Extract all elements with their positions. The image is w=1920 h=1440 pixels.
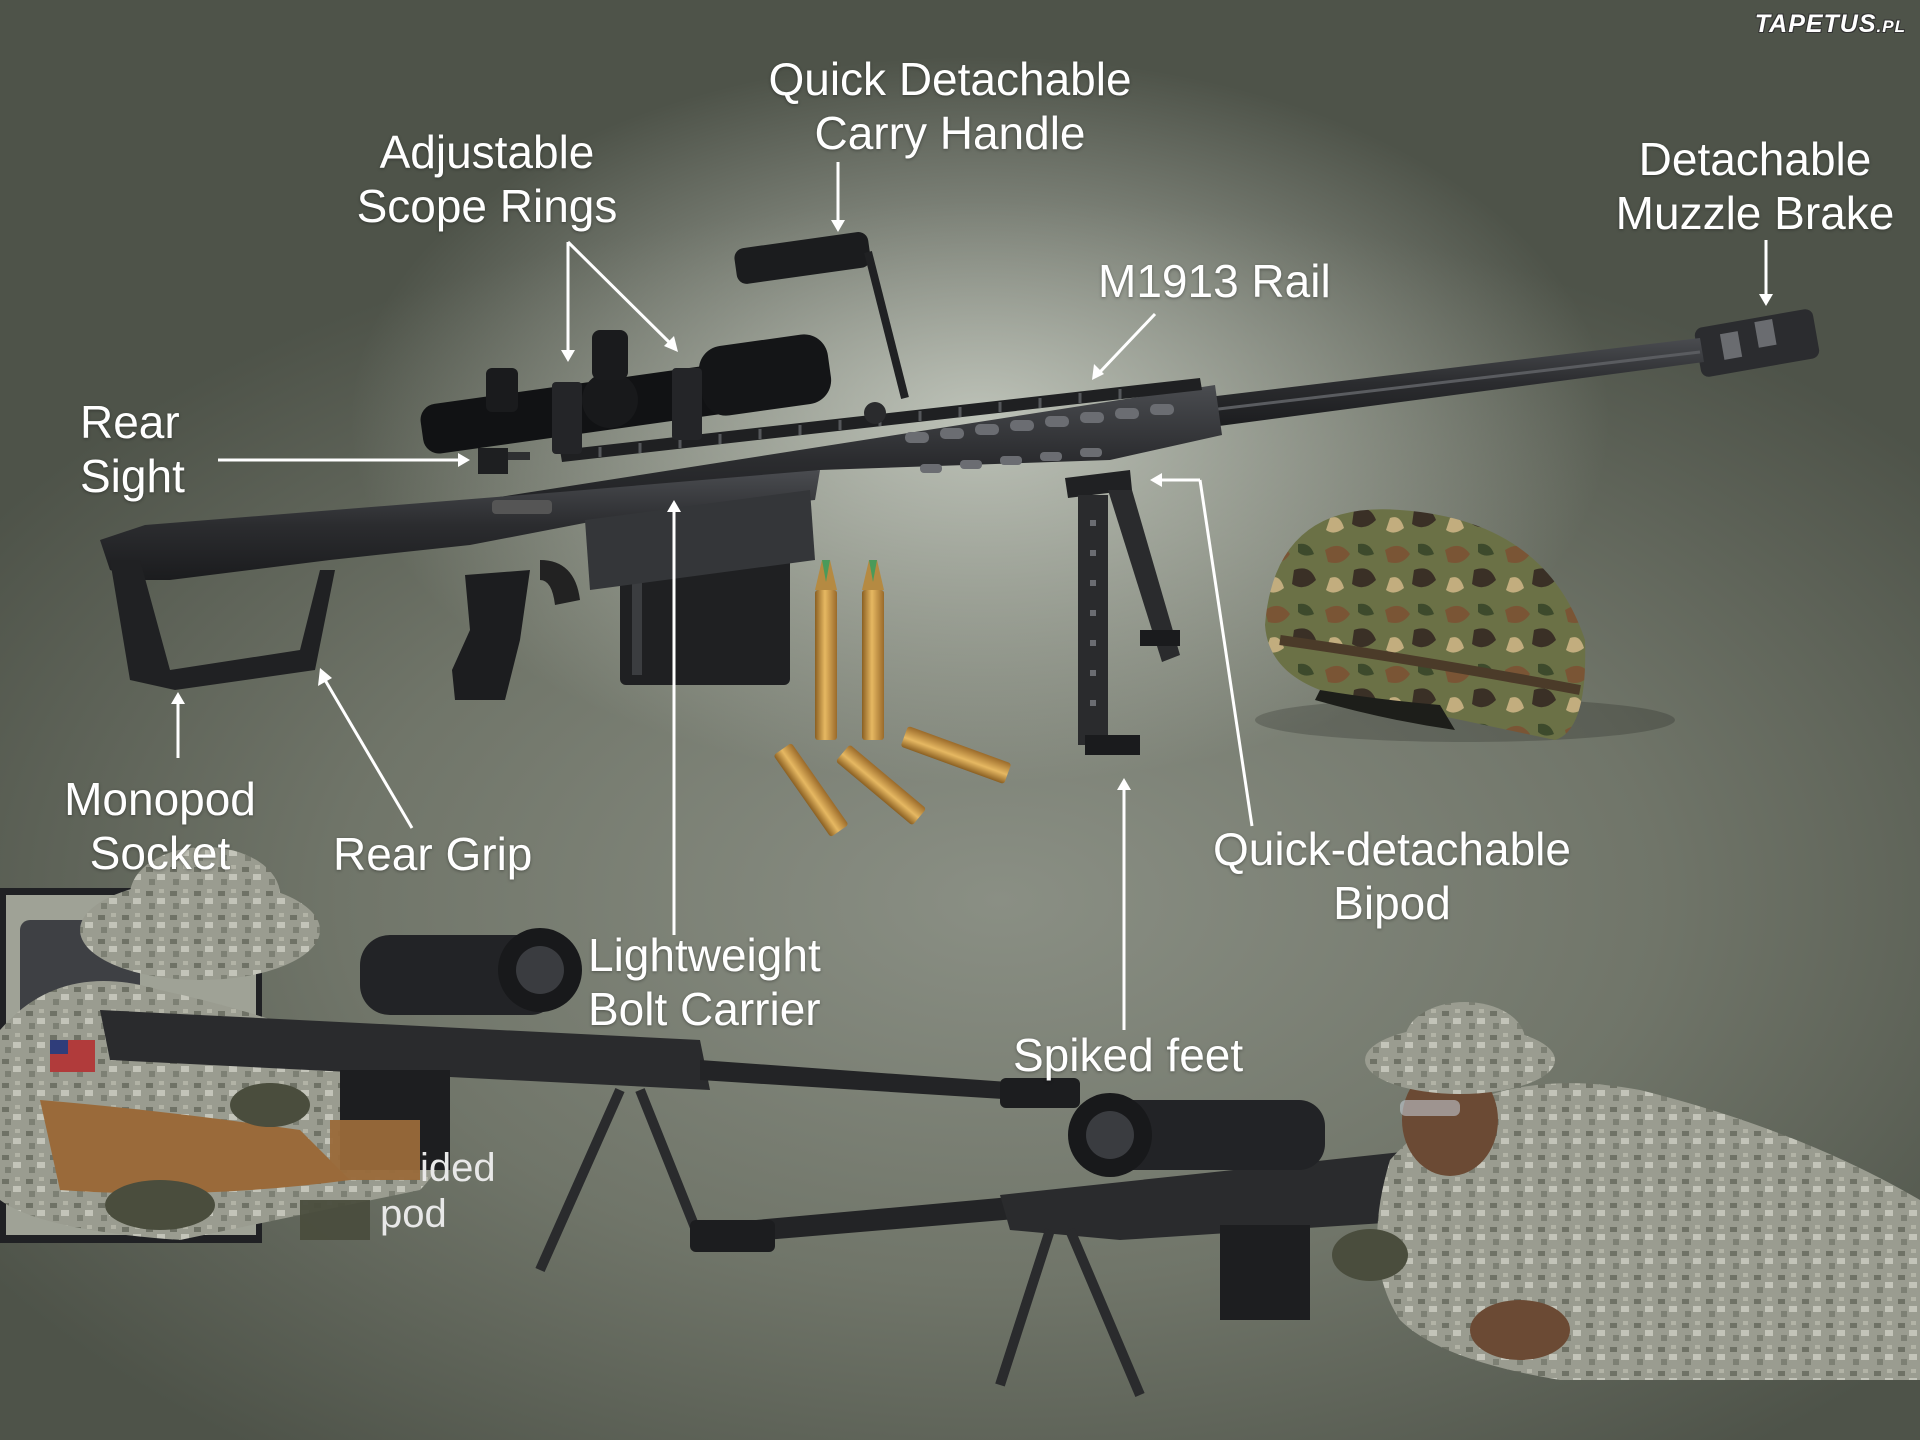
label-muzzle-brake-line1: Detachable bbox=[1638, 133, 1872, 185]
label-muzzle-brake: Detachable Muzzle Brake bbox=[1585, 132, 1920, 240]
watermark-logo: TAPETUS.PL bbox=[1755, 10, 1906, 39]
label-bipod-line1: Quick-detachable bbox=[1213, 823, 1571, 875]
label-bipod: Quick-detachable Bipod bbox=[1202, 822, 1582, 930]
spiked-feet-part bbox=[1085, 735, 1140, 755]
lower-receiver-part bbox=[100, 470, 820, 580]
label-rear-sight: Rear Sight bbox=[80, 395, 185, 503]
label-bipod-line2: Bipod bbox=[1333, 877, 1451, 929]
label-carry-handle-line1: Quick Detachable bbox=[768, 53, 1132, 105]
label-obscured-extended-bipod: ided pod bbox=[380, 1145, 496, 1237]
label-monopod-socket-line2: Socket bbox=[89, 827, 231, 879]
label-monopod-socket-line1: Monopod bbox=[64, 773, 256, 825]
watermark-suffix: .PL bbox=[1876, 17, 1906, 36]
muzzle-brake-part bbox=[1694, 309, 1820, 377]
label-rear-sight-line1: Rear bbox=[80, 396, 180, 448]
label-scope-rings-line1: Adjustable bbox=[379, 126, 595, 178]
label-monopod-socket: Monopod Socket bbox=[50, 772, 270, 880]
barrel-part bbox=[1200, 338, 1704, 428]
right-soldier-scene bbox=[690, 1002, 1920, 1397]
label-obscured-line1: ided bbox=[420, 1146, 496, 1190]
label-rear-grip-line1: Rear Grip bbox=[333, 828, 533, 880]
label-bolt-carrier-line2: Bolt Carrier bbox=[588, 983, 821, 1035]
label-rear-sight-line2: Sight bbox=[80, 450, 185, 502]
rear-sight-part bbox=[478, 448, 530, 474]
stock-part bbox=[110, 560, 335, 690]
carry-handle-part bbox=[734, 232, 909, 424]
callout-arrows bbox=[171, 162, 1773, 1030]
helmet bbox=[1255, 509, 1675, 742]
bipod-part bbox=[1065, 470, 1180, 755]
label-carry-handle-line2: Carry Handle bbox=[814, 107, 1086, 159]
label-spiked-feet: Spiked feet bbox=[1013, 1028, 1243, 1082]
watermark-main: TAPETUS bbox=[1754, 10, 1877, 38]
label-muzzle-brake-line2: Muzzle Brake bbox=[1615, 187, 1895, 239]
upper-receiver-part bbox=[480, 385, 1222, 535]
label-bolt-carrier: Lightweight Bolt Carrier bbox=[588, 928, 821, 1036]
label-scope-rings: Adjustable Scope Rings bbox=[337, 125, 637, 233]
main-rifle bbox=[100, 232, 1820, 755]
scope-rings-part bbox=[552, 368, 702, 454]
label-m1913-rail-line1: M1913 Rail bbox=[1098, 255, 1331, 307]
label-m1913-rail: M1913 Rail bbox=[1098, 254, 1331, 308]
rear-grip-part bbox=[452, 570, 530, 700]
label-bolt-carrier-line1: Lightweight bbox=[588, 929, 821, 981]
label-scope-rings-line2: Scope Rings bbox=[356, 180, 618, 232]
label-spiked-feet-line1: Spiked feet bbox=[1013, 1029, 1244, 1081]
cartridges bbox=[774, 560, 1011, 837]
label-obscured-line2: pod bbox=[380, 1192, 447, 1236]
left-soldier-scene bbox=[0, 847, 1080, 1273]
scope-part bbox=[420, 330, 832, 454]
label-rear-grip: Rear Grip bbox=[333, 827, 532, 881]
label-carry-handle: Quick Detachable Carry Handle bbox=[740, 52, 1160, 160]
